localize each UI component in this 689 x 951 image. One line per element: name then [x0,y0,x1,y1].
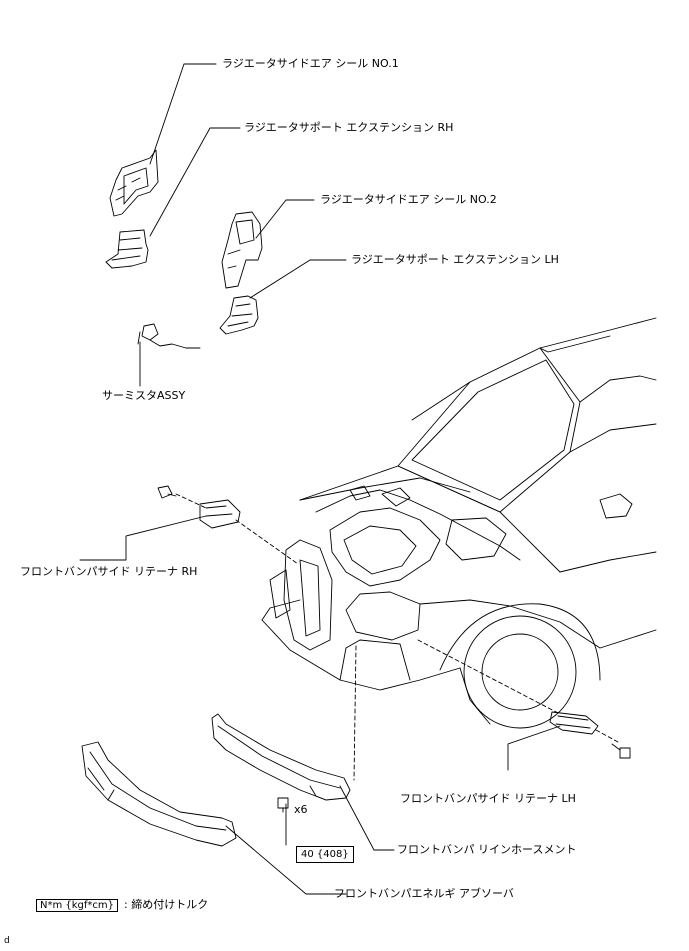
bolt-lh-icon [611,743,631,759]
support-ext-rh-part [105,229,149,269]
energy-absorber-part [81,741,237,847]
torque-value-box: 40 {408} [296,846,354,863]
legend-unit-box: N*m {kgf*cm} [36,899,119,912]
thermistor-part [137,323,201,349]
legend-description: : 締め付けトルク [124,898,209,911]
label-air-seal-no1: ラジエータサイドエア シール NO.1 [222,57,399,70]
label-support-ext-lh: ラジエータサポート エクステンション LH [351,253,559,266]
support-ext-lh-part [219,295,259,335]
label-air-seal-no2: ラジエータサイドエア シール NO.2 [320,193,497,206]
air-seal-no1-part [109,149,159,217]
label-support-ext-rh: ラジエータサポート エクステンション RH [244,121,454,134]
label-retainer-rh: フロントバンパサイド リテーナ RH [20,565,198,578]
air-seal-no2-part [221,211,263,289]
bolt-rh-icon [157,485,177,499]
retainer-rh-part [199,499,241,529]
corner-mark: d [4,936,10,946]
label-retainer-lh: フロントバンパサイド リテーナ LH [400,792,576,805]
fastener-count: x6 [294,803,308,816]
vehicle-body [261,317,657,729]
retainer-lh-part [549,711,599,735]
label-thermistor: サーミスタASSY [102,389,186,402]
bolt-x6-icon [277,797,289,813]
dashed-guides [175,493,619,781]
label-energy-absorber: フロントバンパエネルギ アブソーバ [334,887,514,900]
legend: N*m {kgf*cm} : 締め付けトルク [36,896,208,912]
label-reinforcement: フロントバンパ リインホースメント [397,843,577,856]
reinforcement-part [211,713,351,801]
leader-lines [79,63,561,895]
